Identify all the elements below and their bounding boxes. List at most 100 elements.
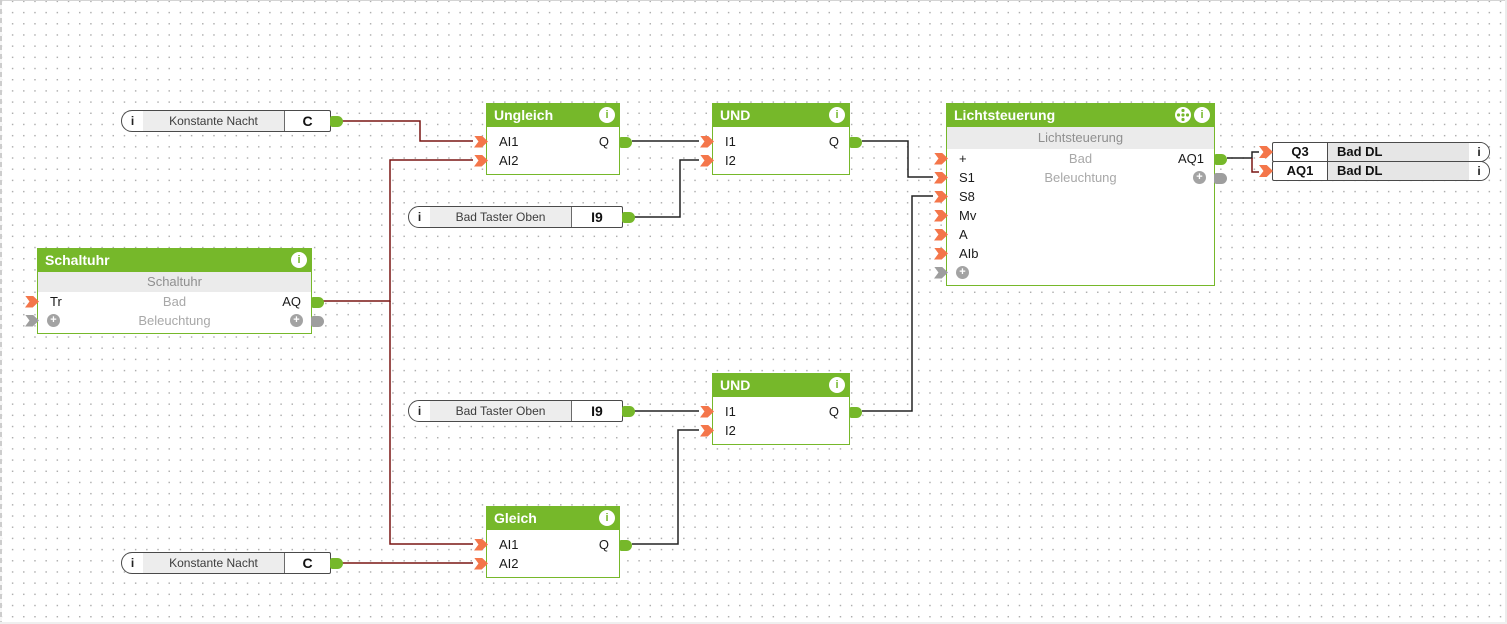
output-pin[interactable] <box>330 116 343 127</box>
output-pin-unassigned[interactable] <box>1214 172 1227 184</box>
input-pin-a[interactable] <box>934 228 948 241</box>
wire[interactable] <box>632 429 699 545</box>
info-icon[interactable]: i <box>130 556 135 570</box>
row-s1: S1 Beleuchtung + <box>934 168 1227 187</box>
wire[interactable] <box>1227 151 1259 159</box>
add-input-button[interactable]: + <box>47 313 60 327</box>
input-ref-konstante-nacht-bottom[interactable]: i Konstante Nacht C <box>121 552 343 574</box>
wire[interactable] <box>320 159 473 302</box>
info-icon[interactable]: i <box>829 107 845 123</box>
add-input-button[interactable]: + <box>956 265 969 279</box>
output-pin[interactable] <box>330 558 343 569</box>
info-icon[interactable]: i <box>1469 143 1489 161</box>
block-title: UND <box>720 377 751 393</box>
input-pin-aib[interactable] <box>934 247 948 260</box>
wire[interactable] <box>862 140 933 178</box>
info-icon[interactable]: i <box>417 404 422 418</box>
input-pin-ai1[interactable] <box>474 538 488 551</box>
input-pin-ai2[interactable] <box>474 154 488 167</box>
input-ref-bad-taster-oben-top[interactable]: i Bad Taster Oben I9 <box>408 206 635 228</box>
input-label: S8 <box>959 189 975 204</box>
block-description-line2: Beleuchtung <box>1044 170 1117 185</box>
block-description-line1: Bad <box>1068 151 1093 166</box>
row-expand: + Beleuchtung + <box>25 311 324 330</box>
input-label: I2 <box>725 423 736 438</box>
input-pin-ai2[interactable] <box>474 557 488 570</box>
input-label: AI2 <box>499 556 519 571</box>
output-pin[interactable] <box>622 406 635 417</box>
output-pin-q[interactable] <box>619 539 632 551</box>
output-label: Q <box>598 537 609 552</box>
block-schaltuhr-header[interactable]: Schaltuhr i <box>37 248 312 272</box>
input-pin-i1[interactable] <box>700 135 714 148</box>
info-icon[interactable]: i <box>1469 162 1489 180</box>
input-pin-i2[interactable] <box>700 424 714 437</box>
input-pin-s8[interactable] <box>934 190 948 203</box>
output-ref-aq1-bad-dl[interactable]: AQ1 Bad DL i <box>1259 161 1490 181</box>
block-gleich-header[interactable]: Gleich i <box>486 506 620 530</box>
output-pin-q[interactable] <box>849 136 862 148</box>
output-pin-q[interactable] <box>619 136 632 148</box>
input-label: Mv <box>959 208 977 223</box>
input-pin-tr[interactable] <box>25 295 39 308</box>
output-ref-q3-bad-dl[interactable]: Q3 Bad DL i <box>1259 142 1490 162</box>
row-expand: + <box>934 263 1214 282</box>
input-pin-plus[interactable] <box>934 152 948 165</box>
output-pin-aq1[interactable] <box>1214 153 1227 165</box>
block-title: Lichtsteuerung <box>954 107 1056 123</box>
wire[interactable] <box>389 301 473 545</box>
row-ai2: AI2 <box>474 554 619 573</box>
wire[interactable] <box>862 195 933 412</box>
input-ref-port: C <box>302 555 313 571</box>
block-ungleich-header[interactable]: Ungleich i <box>486 103 620 127</box>
block-title: Ungleich <box>494 107 554 123</box>
block-ungleich[interactable]: Ungleich i AI1 Q AI2 <box>474 103 632 175</box>
input-ref-label: Bad Taster Oben <box>430 401 572 421</box>
output-label: AQ <box>282 294 301 309</box>
add-output-button[interactable]: + <box>290 313 303 327</box>
info-icon[interactable]: i <box>417 210 422 224</box>
row-i2: I2 <box>700 151 849 170</box>
block-schaltuhr[interactable]: Schaltuhr i Schaltuhr Tr Bad AQ + Beleuc… <box>25 248 324 334</box>
output-pin[interactable] <box>622 212 635 223</box>
input-pin-unassigned[interactable] <box>934 266 948 279</box>
input-pin-s1[interactable] <box>934 171 948 184</box>
row-mv: Mv <box>934 206 1214 225</box>
block-und-bottom[interactable]: UND i I1 Q I2 <box>700 373 862 445</box>
block-description-line2: Beleuchtung <box>138 313 211 328</box>
info-icon[interactable]: i <box>291 252 307 268</box>
input-pin[interactable] <box>1259 146 1273 158</box>
input-pin-ai1[interactable] <box>474 135 488 148</box>
wire[interactable] <box>1251 158 1259 173</box>
input-pin-mv[interactable] <box>934 209 948 222</box>
info-icon[interactable]: i <box>829 377 845 393</box>
output-pin-unassigned[interactable] <box>311 315 324 327</box>
wire[interactable] <box>342 120 473 142</box>
block-subtitle: Lichtsteuerung <box>947 127 1214 149</box>
info-icon[interactable]: i <box>130 114 135 128</box>
operating-modes-icon[interactable] <box>1175 107 1191 123</box>
row-i1-q: I1 Q <box>700 132 862 151</box>
input-ref-bad-taster-oben-bottom[interactable]: i Bad Taster Oben I9 <box>408 400 635 422</box>
output-pin-aq[interactable] <box>311 296 324 308</box>
input-ref-label: Bad Taster Oben <box>430 207 572 227</box>
input-pin[interactable] <box>1259 165 1273 177</box>
input-ref-konstante-nacht-top[interactable]: i Konstante Nacht C <box>121 110 343 132</box>
input-pin-unassigned[interactable] <box>25 314 39 327</box>
wire[interactable] <box>634 159 699 218</box>
info-icon[interactable]: i <box>599 107 615 123</box>
info-icon[interactable]: i <box>599 510 615 526</box>
block-lichtsteuerung-header[interactable]: Lichtsteuerung i <box>946 103 1215 127</box>
block-und-top[interactable]: UND i I1 Q I2 <box>700 103 862 175</box>
output-pin-q[interactable] <box>849 406 862 418</box>
block-und-bottom-header[interactable]: UND i <box>712 373 850 397</box>
block-lichtsteuerung[interactable]: Lichtsteuerung i Lichtsteuerung + Bad AQ… <box>934 103 1227 286</box>
input-pin-i2[interactable] <box>700 154 714 167</box>
info-icon[interactable]: i <box>1194 107 1210 123</box>
canvas-right-edge <box>1505 0 1507 624</box>
input-pin-i1[interactable] <box>700 405 714 418</box>
block-und-top-header[interactable]: UND i <box>712 103 850 127</box>
block-gleich[interactable]: Gleich i AI1 Q AI2 <box>474 506 632 578</box>
add-output-button[interactable]: + <box>1193 170 1206 184</box>
output-ref-label: Bad DL <box>1328 162 1469 180</box>
